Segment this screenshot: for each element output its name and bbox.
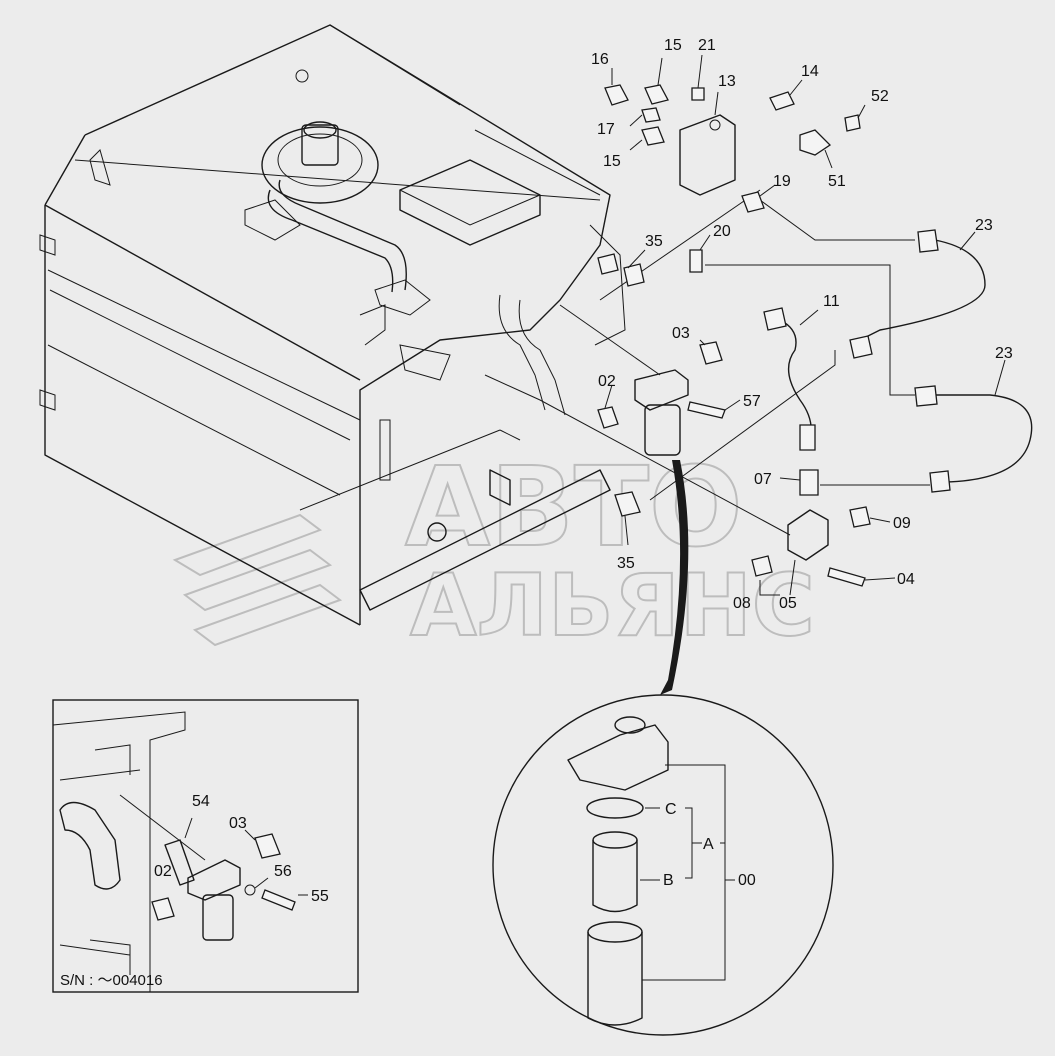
fitting-07-line [799,424,816,451]
bolt-57 [687,401,726,419]
fitting-35a [597,253,645,287]
label-04: 04 [897,571,915,588]
label-57: 57 [743,393,761,410]
label-21: 21 [698,37,716,54]
callout-pointer [660,460,689,695]
watermark-logo: АВТО АЛЬЯНС [172,442,816,657]
label-09: 09 [893,515,911,532]
label-51: 51 [828,173,846,190]
fitting-20 [689,249,703,273]
label-13: 13 [718,73,736,90]
label-02: 02 [598,373,616,390]
label-54: 54 [192,793,210,810]
label-B: B [663,872,674,889]
fitting-21 [691,87,705,101]
fitting-11-end [763,307,787,331]
label-03: 03 [672,325,690,342]
fitting-35b [614,491,641,517]
bracket-51 [799,129,832,156]
fitting-15a [644,84,669,105]
fitting-19 [741,191,765,213]
label-56: 56 [274,863,292,880]
label-00: 00 [738,872,756,889]
label-19: 19 [773,173,791,190]
label-14: 14 [801,63,819,80]
fitting-23c-end2 [929,470,951,493]
watermark-line2: АЛЬЯНС [410,556,815,656]
fitting-07 [799,469,819,496]
bolt-04 [827,567,866,587]
label-C: C [665,801,677,818]
label-05: 05 [779,595,797,612]
fitting-23b-end [849,335,873,359]
label-leaders [604,54,1006,596]
fuel-tank [39,24,626,626]
label-16: 16 [591,51,609,68]
inset-serial: S/N : ～004016 [60,972,163,989]
fitting-03 [699,341,723,365]
label-20: 20 [713,223,731,240]
label-55: 55 [311,888,329,905]
inset-box: S/N : ～004016 [52,699,359,993]
label-11: 11 [823,293,840,310]
fitting-23c-end [914,385,938,407]
fitting-15b [641,126,665,146]
filter-head [634,369,689,456]
valve-13 [679,114,736,196]
fitting-16 [604,84,629,106]
label-15b: 15 [603,153,621,170]
label-23a: 23 [975,217,993,234]
label-23b: 23 [995,345,1013,362]
label-A: A [703,836,714,853]
block-05 [787,509,829,561]
filter-detail [492,694,834,1036]
fitting-17 [641,107,661,123]
fitting-09 [849,506,871,528]
label-07: 07 [754,471,772,488]
bolt-08 [751,555,773,577]
label-52: 52 [871,88,889,105]
label-35b: 35 [617,555,635,572]
bolt-52 [844,114,861,132]
fitting-23a-end [917,229,939,253]
label-17: 17 [597,121,615,138]
label-08: 08 [733,595,751,612]
label-15a: 15 [664,37,682,54]
label-35a: 35 [645,233,663,250]
fittings [597,84,951,587]
label-02-inset: 02 [154,863,172,880]
label-03-inset: 03 [229,815,247,832]
fitting-14 [769,91,795,111]
part-labels: 16 15 21 13 14 52 17 15 51 19 23 35 20 1… [154,37,1013,905]
pipe-lines [484,189,1033,536]
fitting-02 [597,406,619,429]
watermark-line1: АВТО [405,443,743,571]
